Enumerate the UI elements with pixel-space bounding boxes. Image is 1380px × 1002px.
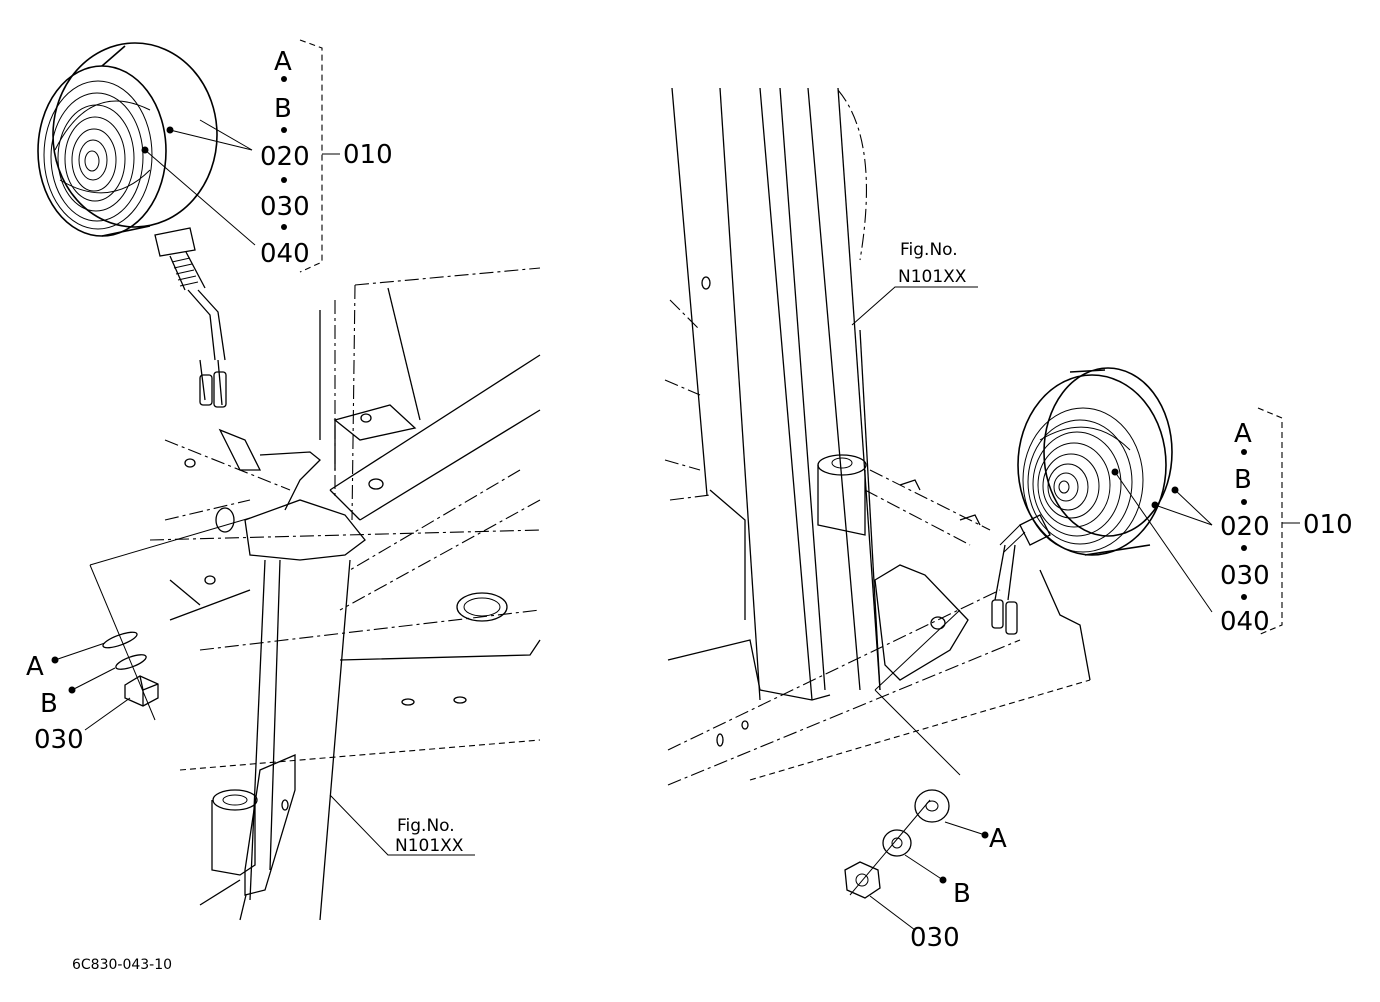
left-callout-a: A — [274, 47, 292, 77]
left-callout-030: 030 — [260, 192, 310, 222]
left-fig-reference — [329, 794, 475, 856]
right-callout-020: 020 — [1220, 512, 1270, 542]
left-lamp-stay — [199, 428, 366, 921]
left-fig-label: Fig.No. — [397, 816, 455, 836]
right-view: A B 020 030 040 010 A B 030 Fig. — [664, 87, 1353, 953]
left-callout-040: 040 — [260, 239, 310, 269]
left-fig-number: N101XX — [395, 836, 464, 856]
left-work-lamp — [37, 42, 227, 408]
left-callout-020: 020 — [260, 142, 310, 172]
right-fig-number: N101XX — [898, 267, 967, 287]
right-frame-structure — [664, 87, 1091, 786]
left-view: A B 020 030 040 010 A B 030 Fig.No. N101… — [26, 39, 541, 921]
right-fig-reference — [851, 286, 978, 326]
right-callout-010: 010 — [1303, 510, 1353, 540]
right-hardware-stack — [844, 609, 989, 931]
right-fig-label: Fig.No. — [900, 240, 958, 260]
left-hardware-a: A — [26, 652, 44, 682]
right-hardware-030: 030 — [910, 923, 960, 953]
right-callout-040: 040 — [1220, 607, 1270, 637]
left-frame-structure — [149, 267, 541, 771]
left-hardware-b: B — [40, 689, 58, 719]
right-hardware-b: B — [953, 879, 971, 909]
right-hardware-a: A — [989, 824, 1007, 854]
left-hardware-stack — [51, 517, 251, 731]
right-callout-b: B — [1234, 465, 1252, 495]
drawing-code: 6C830-043-10 — [72, 957, 172, 973]
left-callout-leaders — [141, 39, 340, 273]
right-work-lamp — [991, 367, 1173, 635]
left-callout-b: B — [274, 94, 292, 124]
left-hardware-030: 030 — [34, 725, 84, 755]
right-callout-030: 030 — [1220, 561, 1270, 591]
left-callout-010: 010 — [343, 140, 393, 170]
right-callout-a: A — [1234, 419, 1252, 449]
right-callout-leaders — [1111, 407, 1300, 636]
